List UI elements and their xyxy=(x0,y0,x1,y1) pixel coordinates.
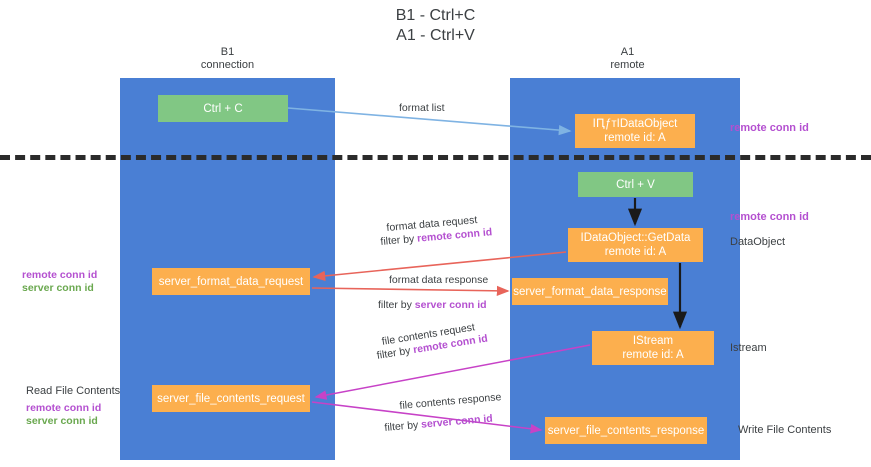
node-server-file-contents-response[interactable]: server_file_contents_response xyxy=(545,417,707,444)
label-dataobject: DataObject xyxy=(730,236,786,248)
swimlane-header-a1: A1 remote xyxy=(610,46,645,71)
node-idataobject-remote[interactable]: IԤƒтIDataObject remote id: A xyxy=(575,114,695,148)
server-conn-id-text: server conn id xyxy=(420,412,494,431)
label-remote-conn-id: remote conn id xyxy=(22,269,98,281)
node-server-format-data-request[interactable]: server_format_data_request xyxy=(152,268,310,295)
label-group-conn-ids-top: remote conn id server conn id xyxy=(22,269,97,295)
label-istream-right: Istream xyxy=(730,342,767,354)
label-server-conn-id: server conn id xyxy=(26,415,98,427)
label-read-file-contents: Read File Contents xyxy=(26,385,121,397)
filter-by-text: filter by xyxy=(378,299,415,311)
node-server-file-contents-request[interactable]: server_file_contents_request xyxy=(152,385,310,412)
server-conn-id-text: server conn id xyxy=(414,299,487,311)
label-remote-conn-id-top: remote conn id xyxy=(730,122,809,134)
node-ctrl-v[interactable]: Ctrl + V xyxy=(578,172,693,197)
node-idataobject-getdata[interactable]: IDataObject::GetData remote id: A xyxy=(568,228,703,262)
filter-by-text: filter by xyxy=(380,232,418,248)
label-group-conn-ids-bottom: remote conn id server conn id xyxy=(26,402,101,428)
edge-label-file-contents-response: file contents response xyxy=(399,391,502,412)
edge-label-filter-server-conn-id-1: filter by server conn id xyxy=(378,299,487,312)
node-ctrl-c[interactable]: Ctrl + C xyxy=(158,95,288,122)
filter-by-text: filter by xyxy=(376,344,415,362)
label-server-conn-id: server conn id xyxy=(22,282,94,294)
label-remote-conn-id-mid: remote conn id xyxy=(730,211,809,223)
filter-by-text: filter by xyxy=(384,418,422,434)
label-write-file-contents: Write File Contents xyxy=(738,424,832,436)
edge-label-format-list: format list xyxy=(399,102,445,114)
swimlane-header-b1: B1 connection xyxy=(200,46,255,71)
page-title: B1 - Ctrl+C A1 - Ctrl+V xyxy=(395,7,476,44)
node-istream-remote[interactable]: IStream remote id: A xyxy=(592,331,714,365)
label-remote-conn-id: remote conn id xyxy=(26,402,102,414)
edge-label-filter-server-conn-id-2: filter by server conn id xyxy=(384,413,493,435)
edge-label-format-data-response: format data response xyxy=(389,274,489,286)
node-server-format-data-response[interactable]: server_format_data_response xyxy=(512,278,668,305)
phase-separator xyxy=(0,155,871,160)
